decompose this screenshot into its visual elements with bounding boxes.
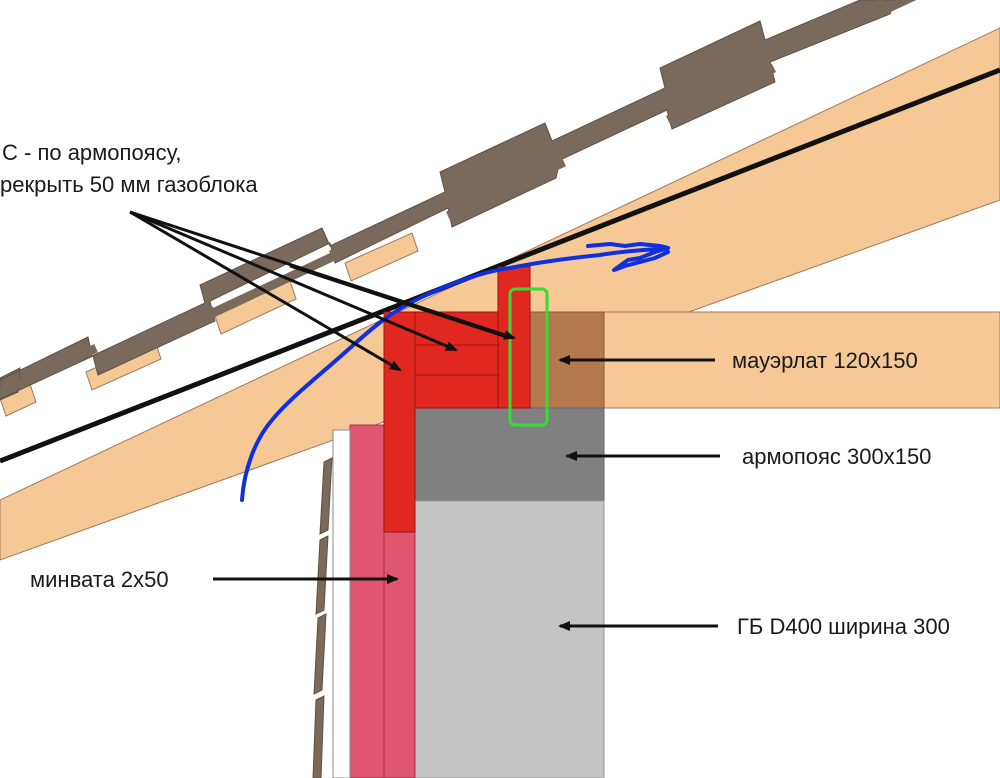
- annotation-text-line1: С - по армопоясу,: [2, 140, 182, 165]
- membrane-line: [0, 67, 1000, 464]
- annotation-arrows: [129, 210, 516, 372]
- roof-tile-courses: [0, 0, 917, 397]
- minvata-outer: [349, 424, 385, 778]
- siding-boards: [312, 457, 333, 778]
- gazoblock-label: ГБ D400 ширина 300: [737, 614, 950, 639]
- sketch-line: [240, 242, 670, 502]
- mauerlat-label: мауэрлат 120х150: [732, 348, 918, 373]
- armopoyas-label: армопояс 300х150: [742, 444, 931, 469]
- minvata-label: минвата 2х50: [30, 567, 169, 592]
- highlight-box: [508, 287, 549, 427]
- minvata-inner: [383, 531, 416, 778]
- annotation-text-line2: рекрыть 50 мм газоблока: [0, 172, 258, 197]
- facade-board: [332, 429, 351, 778]
- gazoblock-wall: [414, 500, 605, 778]
